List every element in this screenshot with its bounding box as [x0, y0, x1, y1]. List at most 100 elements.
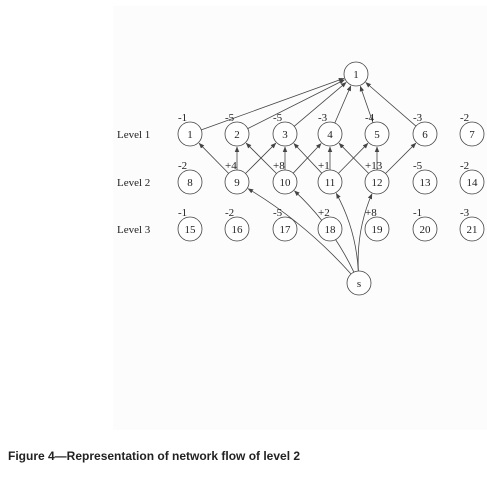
node-9: 9+4	[224, 160, 250, 195]
level-label-2: Level 2	[117, 177, 150, 189]
node-label: 4	[327, 129, 333, 141]
node-17: 17-5	[272, 207, 298, 242]
node-5: 5-4	[364, 112, 390, 147]
node-label: 18	[325, 224, 337, 236]
node-circle	[459, 169, 485, 195]
node-weight: +8	[365, 207, 377, 219]
node-label: 1	[353, 69, 359, 81]
node-4: 4-3	[317, 112, 343, 147]
edge-2-to-t	[247, 79, 345, 129]
edge-6-to-t	[365, 82, 417, 127]
node-label: 9	[234, 177, 240, 189]
node-10: 10+8	[272, 160, 298, 195]
edge-1-to-t	[201, 78, 345, 131]
node-circle	[177, 169, 203, 195]
node-weight: -2	[460, 112, 469, 124]
node-label: 21	[467, 224, 478, 236]
edge-5-to-t	[359, 85, 374, 123]
node-6: 6-3	[412, 112, 438, 147]
node-1: 1-1	[177, 112, 203, 147]
node-weight: -2	[178, 160, 187, 172]
edge-s-to-9	[247, 188, 352, 275]
node-label: 3	[282, 129, 288, 141]
edge-s-to-11	[335, 192, 359, 272]
node-16: 16-2	[224, 207, 250, 242]
node-label: 16	[232, 224, 244, 236]
node-weight: -3	[460, 207, 470, 219]
node-weight: -2	[225, 207, 234, 219]
node-weight: -5	[413, 160, 423, 172]
nodes: 1s1-12-53-54-35-46-37-28-29+410+811+112+…	[177, 61, 485, 296]
node-label: 20	[420, 224, 432, 236]
node-circle	[224, 216, 250, 242]
node-circle	[364, 169, 390, 195]
node-circle	[272, 121, 298, 147]
node-circle	[459, 216, 485, 242]
edge-9-to-3	[245, 142, 277, 174]
node-14: 14-2	[459, 160, 485, 195]
node-circle	[364, 216, 390, 242]
node-label: 11	[325, 177, 336, 189]
node-weight: -5	[225, 112, 235, 124]
node-weight: -1	[413, 207, 422, 219]
node-circle	[224, 169, 250, 195]
node-11: 11+1	[317, 160, 343, 195]
node-20: 20-1	[412, 207, 438, 242]
edge-3-to-t	[293, 82, 347, 127]
level-label-1: Level 1	[117, 129, 150, 141]
node-2: 2-5	[224, 112, 250, 147]
node-circle	[272, 169, 298, 195]
node-label: 6	[422, 129, 428, 141]
node-label: s	[357, 278, 361, 290]
edge-12-to-4	[338, 142, 369, 174]
node-t: 1	[343, 61, 369, 87]
node-label: 14	[467, 177, 479, 189]
node-circle	[317, 121, 343, 147]
node-weight: -3	[318, 112, 328, 124]
edge-10-to-4	[292, 143, 322, 174]
network-flow-diagram: 1s1-12-53-54-35-46-37-28-29+410+811+112+…	[117, 61, 485, 296]
node-label: 5	[374, 129, 380, 141]
node-12: 12+13	[364, 160, 390, 195]
node-circle	[412, 121, 438, 147]
node-circle	[317, 216, 343, 242]
node-3: 3-5	[272, 112, 298, 147]
node-circle	[364, 121, 390, 147]
node-circle	[459, 121, 485, 147]
node-label: 19	[372, 224, 384, 236]
node-label: 1	[187, 129, 193, 141]
node-weight: -3	[413, 112, 423, 124]
edge-12-to-6	[385, 142, 417, 174]
node-label: 17	[280, 224, 292, 236]
edge-s-to-12	[357, 193, 373, 272]
node-8: 8-2	[177, 160, 203, 195]
node-weight: +4	[225, 160, 237, 172]
node-weight: -2	[460, 160, 469, 172]
edges	[198, 78, 417, 275]
node-circle	[272, 216, 298, 242]
node-weight: -1	[178, 112, 187, 124]
node-13: 13-5	[412, 160, 438, 195]
node-weight: -5	[273, 112, 283, 124]
node-circle	[343, 61, 369, 87]
node-weight: -5	[273, 207, 283, 219]
node-weight: +8	[273, 160, 285, 172]
node-circle	[177, 121, 203, 147]
node-15: 15-1	[177, 207, 203, 242]
edge-9-to-1	[198, 142, 229, 174]
node-18: 18+2	[317, 207, 343, 242]
edge-11-to-3	[293, 143, 323, 174]
node-circle	[224, 121, 250, 147]
node-circle	[177, 216, 203, 242]
node-label: 15	[185, 224, 197, 236]
node-label: 7	[469, 129, 475, 141]
node-weight: +2	[318, 207, 330, 219]
node-circle	[346, 270, 372, 296]
node-weight: +1	[318, 160, 330, 172]
node-weight: -4	[365, 112, 375, 124]
node-circle	[412, 169, 438, 195]
node-circle	[317, 169, 343, 195]
node-label: 8	[187, 177, 193, 189]
node-7: 7-2	[459, 112, 485, 147]
